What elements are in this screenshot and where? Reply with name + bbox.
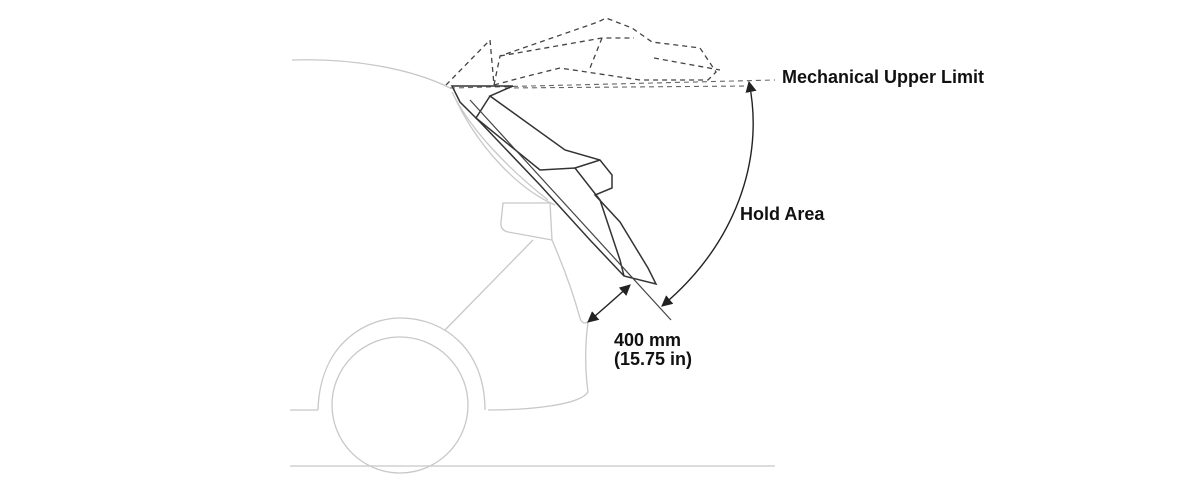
vehicle-outline (290, 59, 775, 474)
hold-area-arc-arrow (661, 80, 757, 307)
rear-wheel (331, 336, 469, 474)
dimension-in-text: (15.75 in) (614, 348, 693, 369)
roof-line (291, 59, 451, 89)
door-line (444, 239, 534, 331)
dimension-mm-text: 400 mm (614, 330, 682, 350)
wheel-arch (317, 317, 486, 411)
tailgate-hold-position (450, 85, 658, 286)
rear-pillar-line (455, 99, 556, 206)
dimension-arrow (587, 284, 631, 323)
bumper-profile (487, 239, 589, 411)
hold-area-label: Hold Area (740, 204, 825, 224)
mechanical-upper-limit-label: Mechanical Upper Limit (782, 67, 985, 87)
tailgate-open-position (445, 17, 721, 86)
tailgate-reference-line (469, 99, 672, 321)
tail-light (500, 202, 553, 241)
dimension-label: 400 mm (15.75 in) (614, 331, 692, 369)
